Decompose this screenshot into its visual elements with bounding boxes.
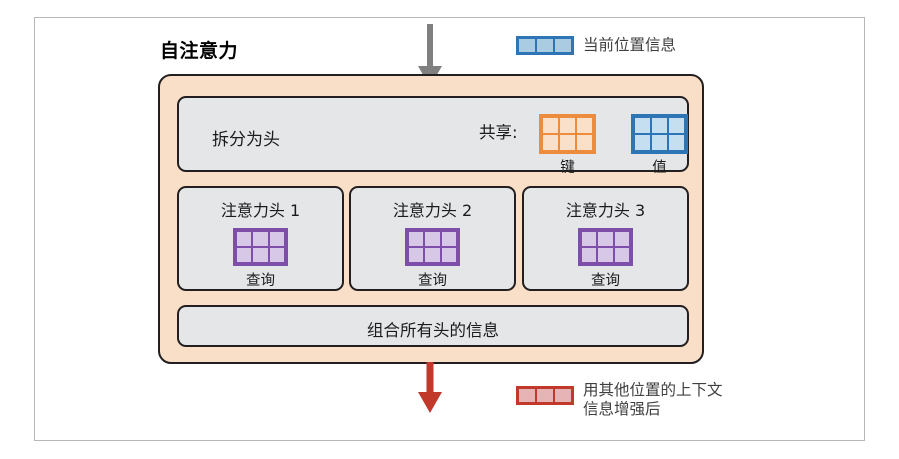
matrix-cell	[408, 247, 425, 263]
value-caption: 值	[652, 160, 667, 176]
matrix-cell	[408, 231, 425, 247]
attention-head-3-title: 注意力头 3	[565, 201, 646, 220]
shared-label: 共享:	[479, 123, 518, 142]
blue-token-row-icon	[516, 36, 574, 55]
attention-head-3-query-caption: 查询	[591, 273, 620, 289]
matrix-cell	[581, 247, 598, 263]
attention-head-3-query-group: 查询	[524, 228, 687, 290]
key-matrix-icon	[539, 114, 596, 154]
matrix-cell	[581, 231, 598, 247]
matrix-cell	[268, 247, 285, 263]
matrix-cell	[268, 231, 285, 247]
matrix-cell	[576, 134, 593, 151]
combine-heads-label: 组合所有头的信息	[367, 321, 499, 340]
attention-head-2-title: 注意力头 2	[392, 201, 473, 220]
legend-top-label: 当前位置信息	[583, 36, 677, 54]
matrix-cell	[424, 231, 441, 247]
matrix-cell	[651, 134, 668, 151]
attention-head-1-query-caption: 查询	[246, 273, 275, 289]
matrix-cell	[424, 247, 441, 263]
matrix-cell	[559, 117, 576, 134]
combine-heads-panel: 组合所有头的信息	[177, 305, 689, 347]
legend-cell	[536, 38, 554, 53]
matrix-cell	[651, 117, 668, 134]
legend-bottom-label: 用其他位置的上下文 信息增强后	[583, 381, 723, 418]
value-matrix-icon	[631, 114, 688, 154]
matrix-cell	[613, 247, 630, 263]
legend-current-position: 当前位置信息	[516, 36, 676, 55]
legend-cell	[554, 388, 572, 403]
query-matrix-icon	[405, 228, 460, 266]
matrix-cell	[576, 117, 593, 134]
matrix-cell	[236, 247, 253, 263]
query-matrix-icon	[578, 228, 633, 266]
matrix-cell	[542, 117, 559, 134]
arrow-down-icon-output	[415, 362, 445, 418]
matrix-cell	[252, 247, 269, 263]
matrix-cell	[440, 247, 457, 263]
matrix-cell	[559, 134, 576, 151]
attention-head-1-panel: 注意力头 1 查询	[177, 186, 344, 291]
matrix-cell	[440, 231, 457, 247]
self-attention-container: 拆分为头 共享: 键	[158, 74, 704, 364]
matrix-cell	[613, 231, 630, 247]
attention-head-2-panel: 注意力头 2 查询	[349, 186, 516, 291]
matrix-cell	[634, 134, 651, 151]
legend-cell	[536, 388, 554, 403]
query-matrix-icon	[233, 228, 288, 266]
red-token-row-icon	[516, 386, 574, 405]
split-into-heads-panel: 拆分为头 共享: 键	[177, 96, 689, 176]
key-matrix-group: 键	[539, 114, 596, 177]
split-panel-label: 拆分为头	[212, 130, 280, 150]
matrix-cell	[252, 231, 269, 247]
legend-context-enhanced: 用其他位置的上下文 信息增强后	[516, 381, 723, 419]
matrix-cell	[668, 134, 685, 151]
page-title: 自注意力	[160, 40, 239, 62]
matrix-cell	[668, 117, 685, 134]
matrix-cell	[634, 117, 651, 134]
matrix-cell	[236, 231, 253, 247]
matrix-cell	[597, 247, 614, 263]
legend-cell	[554, 38, 572, 53]
legend-cell	[518, 38, 536, 53]
attention-head-2-query-group: 查询	[351, 228, 514, 290]
attention-head-2-query-caption: 查询	[418, 273, 447, 289]
value-matrix-group: 值	[631, 114, 688, 177]
matrix-cell	[597, 231, 614, 247]
legend-cell	[518, 388, 536, 403]
attention-head-1-query-group: 查询	[179, 228, 342, 290]
attention-head-3-panel: 注意力头 3 查询	[522, 186, 689, 291]
attention-head-1-title: 注意力头 1	[220, 201, 301, 220]
matrix-cell	[542, 134, 559, 151]
key-caption: 键	[560, 160, 575, 176]
